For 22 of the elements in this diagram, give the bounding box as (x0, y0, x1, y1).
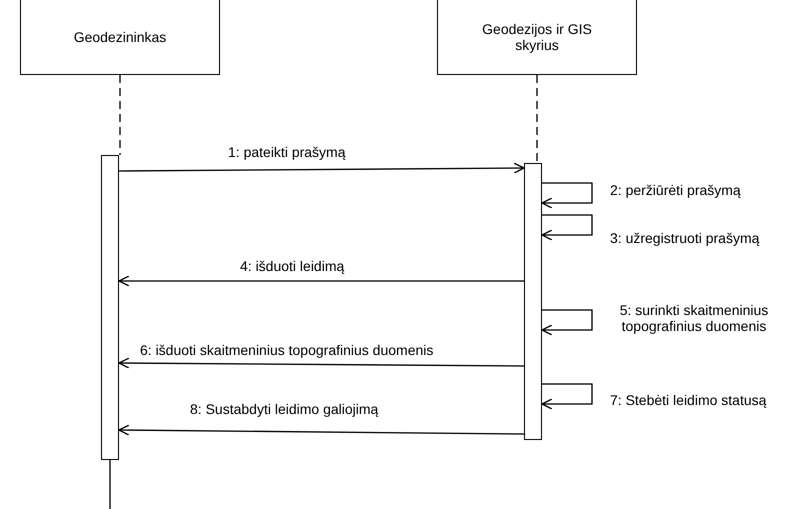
self-message-arrow (541, 214, 593, 241)
edge-label: 1: pateikti prašymą (228, 144, 346, 160)
self-message-arrow (541, 383, 593, 410)
lifeline (536, 75, 538, 163)
edge-label: 8: Sustabdyti leidimo galiojimą (190, 401, 378, 417)
activation-bar (101, 155, 119, 460)
lifeline-head-box: Geodezininkas (20, 0, 220, 75)
edge-label: 3: užregistruoti prašymą (610, 230, 760, 246)
edge-label: 2: peržiūrėti prašymą (610, 182, 741, 198)
lifeline (119, 75, 121, 155)
message-arrow (118, 424, 524, 436)
edge-label: 5: surinkti skaitmeninius topografinius duomenis (618, 302, 770, 334)
message-arrow (119, 162, 525, 174)
edge-label: 7: Stebėti leidimo statusą (610, 392, 766, 408)
message-arrow (118, 357, 524, 369)
message-arrow (118, 275, 524, 287)
edge-label: 6: išduoti skaitmeninius topografinius duomenis (140, 342, 434, 358)
edge-label: 4: išduoti leidimą (240, 258, 344, 274)
activation-bar (524, 163, 542, 440)
lifeline-head-box: Geodezijos ir GIS skyrius (437, 0, 637, 75)
self-message-arrow (541, 309, 593, 336)
self-message-arrow (541, 182, 593, 209)
